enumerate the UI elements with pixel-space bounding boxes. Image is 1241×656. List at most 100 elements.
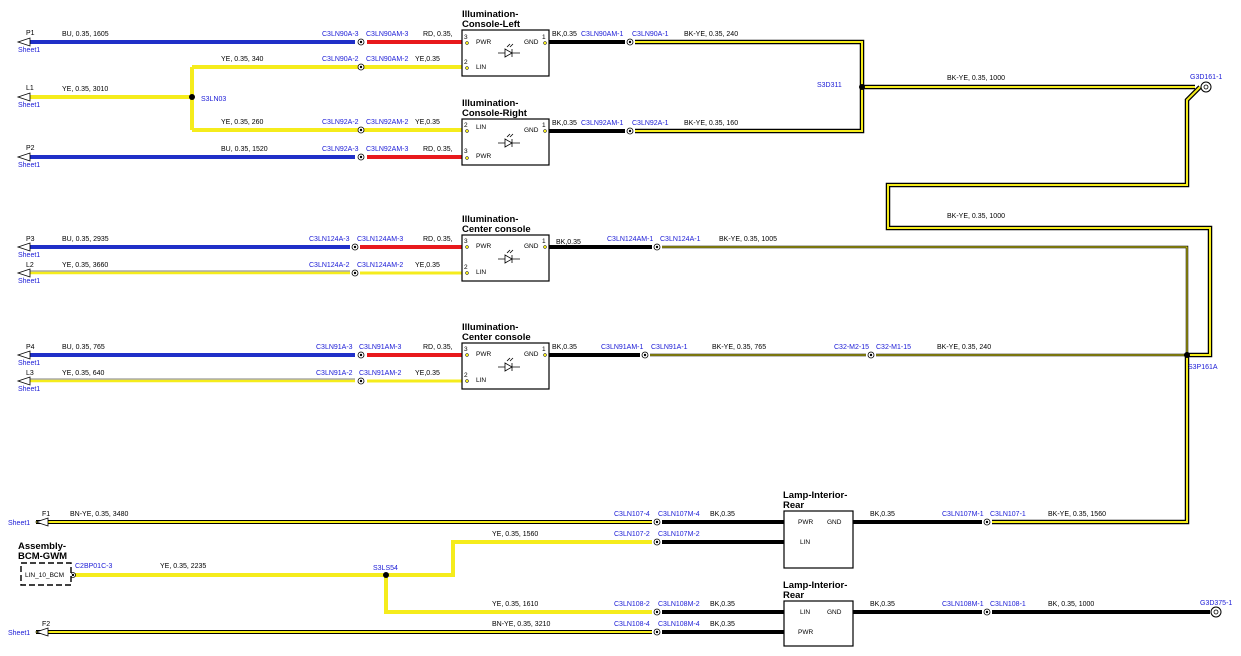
ground-points: G3D161-1 G3D375-1 [1190,74,1232,618]
sheet-ref-p2[interactable]: P2 Sheet1 [16,145,40,169]
component-title: Illumination- [462,214,518,225]
connector-label[interactable]: C3LN90AM-1 [581,31,624,38]
led-lamp-icon [498,249,520,264]
connector-label[interactable]: C3LN90AM-2 [366,56,409,63]
ref-sheet-link[interactable]: Sheet1 [18,47,40,54]
connector-label[interactable]: C3LN91AM-1 [601,344,644,351]
connector-label[interactable]: C3LN124AM-1 [607,236,653,243]
wire-label: BK,0.35 [710,601,735,608]
component-lamp-interior-rear-1[interactable]: Lamp-Interior- Rear PWR LIN GND [783,490,854,569]
ground-point-icon[interactable]: G3D375-1 [1200,600,1232,618]
connector-label[interactable]: C3LN124A-1 [660,236,701,243]
sheet-ref-p4[interactable]: P4 Sheet1 [16,344,40,367]
connector-label[interactable]: C3LN92A-1 [632,120,669,127]
sheet-ref-p3[interactable]: P3 Sheet1 [16,236,40,259]
sheet-ref-arrow-icon [34,627,49,637]
ref-sheet-link[interactable]: Sheet1 [18,252,40,259]
connector-label[interactable]: C3LN124A-3 [309,236,350,243]
ground-label[interactable]: G3D375-1 [1200,600,1232,607]
wire-label: RD, 0.35, [423,236,453,243]
wire-label: BK,0.35 [552,344,577,351]
ref-sheet-link[interactable]: Sheet1 [8,630,30,637]
connector-label[interactable]: C3LN107-2 [614,531,650,538]
connector-label[interactable]: C3LN108-4 [614,621,650,628]
wire-label: BU, 0.35, 765 [62,344,105,351]
connector-label[interactable]: C3LN92A-3 [322,146,359,153]
connector-label[interactable]: C3LN92AM-1 [581,120,624,127]
splice-label[interactable]: S3D311 [817,82,842,89]
connector-label[interactable]: C3LN90A-2 [322,56,359,63]
wire-label: YE, 0.35, 3010 [62,86,108,93]
connector-label[interactable]: C3LN91A-2 [316,370,353,377]
connector-label[interactable]: C3LN107M-2 [658,531,700,538]
junctions [189,84,1190,578]
wire-label: BK,0.35 [552,31,577,38]
sheet-ref-l2[interactable]: L2 Sheet1 [16,262,40,285]
connector-label[interactable]: C3LN107M-1 [942,511,984,518]
connector-label[interactable]: C3LN91AM-2 [359,370,402,377]
component-title: Lamp-Interior- [783,490,847,501]
connector-label[interactable]: C3LN108M-1 [942,601,984,608]
component-title: Illumination- [462,322,518,333]
connector-label[interactable]: C3LN124AM-2 [357,262,403,269]
connector-label[interactable]: C3LN107-4 [614,511,650,518]
sheet-ref-f2[interactable]: Sheet1 F2 [8,621,50,637]
connector-pins [70,38,991,636]
wire-label: BU, 0.35, 1605 [62,31,109,38]
pin-label: GND [827,519,842,526]
connector-pin-icon [357,38,365,46]
connector-label[interactable]: C3LN90AM-3 [366,31,409,38]
connector-label[interactable]: C3LN108M-2 [658,601,700,608]
connector-label[interactable]: C3LN108M-4 [658,621,700,628]
connector-label[interactable]: C2BP01C-3 [75,563,112,570]
ground-point-icon[interactable]: G3D161-1 [1190,74,1222,93]
connector-label[interactable]: C3LN107-1 [990,511,1026,518]
connector-label[interactable]: C3LN124AM-3 [357,236,403,243]
component-illumination-center-console-1[interactable]: Illumination- Center console 3 PWR 2 LIN… [461,214,550,282]
pin-label: LIN_10_BCM [25,572,64,579]
connector-label[interactable]: C32-M2-15 [834,344,869,351]
connector-label[interactable]: C3LN91A-3 [316,344,353,351]
sheet-ref-p1[interactable]: P1 Sheet1 [16,30,40,54]
ref-sheet-link[interactable]: Sheet1 [8,520,30,527]
component-illumination-console-right[interactable]: Illumination- Console-Right 2 LIN 3 PWR … [461,98,550,166]
sheet-ref-l1[interactable]: L1 Sheet1 [16,85,40,109]
component-illumination-center-console-2[interactable]: Illumination- Center console 3 PWR 2 LIN… [461,322,550,390]
connector-label[interactable]: C3LN92A-2 [322,119,359,126]
ref-sheet-link[interactable]: Sheet1 [18,162,40,169]
ref-sheet-link[interactable]: Sheet1 [18,386,40,393]
pin-label: LIN [476,124,486,131]
connector-label[interactable]: C3LN90A-3 [322,31,359,38]
connector-label[interactable]: C3LN107M-4 [658,511,700,518]
connector-label[interactable]: C3LN92AM-2 [366,119,409,126]
wire-label: YE, 0.35, 2235 [160,563,206,570]
splice-label[interactable]: S3P161A [1188,364,1218,371]
ref-sheet-link[interactable]: Sheet1 [18,360,40,367]
wire-label: YE,0.35 [415,119,440,126]
connector-label[interactable]: C3LN124A-2 [309,262,350,269]
splice-label[interactable]: S3LN03 [201,96,226,103]
connector-label[interactable]: C3LN108-2 [614,601,650,608]
ref-sheet-link[interactable]: Sheet1 [18,278,40,285]
ref-sheet-link[interactable]: Sheet1 [18,102,40,109]
connector-label[interactable]: C3LN91AM-3 [359,344,402,351]
connector-label[interactable]: C3LN92AM-3 [366,146,409,153]
ground-label[interactable]: G3D161-1 [1190,74,1222,81]
connector-label[interactable]: C3LN108-1 [990,601,1026,608]
connector-label[interactable]: C3LN91A-1 [651,344,688,351]
connector-label[interactable]: C3LN90A-1 [632,31,669,38]
wire-label: BK,0.35 [710,621,735,628]
connector-pin-icon [357,153,365,161]
sheet-ref-f1[interactable]: Sheet1 F1 [8,511,50,527]
sheet-ref-arrow-icon [16,350,31,360]
component-assembly-bcm-gwm[interactable]: Assembly- BCM-GWM LIN_10_BCM [18,541,72,586]
wire-rear1-bkye [992,355,1190,525]
sheet-ref-l3[interactable]: L3 Sheet1 [16,370,40,393]
connector-pin-icon [653,518,661,526]
component-illumination-console-left[interactable]: Illumination- Console-Left 3 PWR 2 LIN 1… [461,9,550,77]
component-lamp-interior-rear-2[interactable]: Lamp-Interior- Rear LIN PWR GND [783,580,854,647]
pin-label: GND [524,243,539,250]
splice-label[interactable]: S3LS54 [373,565,398,572]
connector-label[interactable]: C32-M1-15 [876,344,911,351]
wire-label: BU, 0.35, 2935 [62,236,109,243]
